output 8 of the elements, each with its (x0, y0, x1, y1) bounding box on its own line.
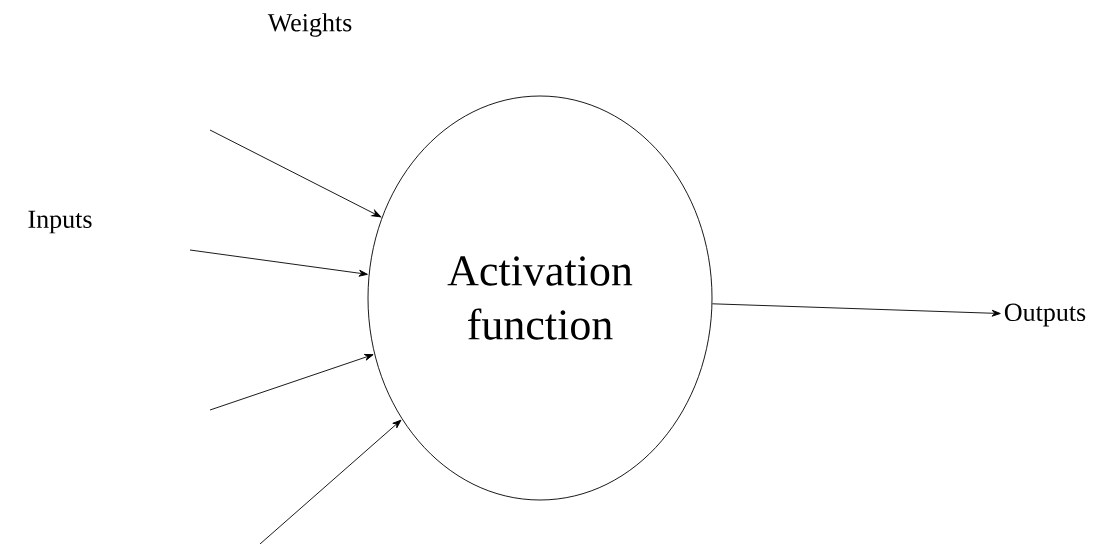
arrow (209, 129, 382, 218)
inputs-label: Inputs (28, 210, 92, 234)
arrow (259, 419, 402, 544)
arrow (209, 354, 374, 411)
weights-label: Weights (267, 13, 352, 37)
output-label: Outputs (1004, 303, 1086, 327)
arrow (711, 303, 1001, 317)
arrow (189, 249, 368, 277)
